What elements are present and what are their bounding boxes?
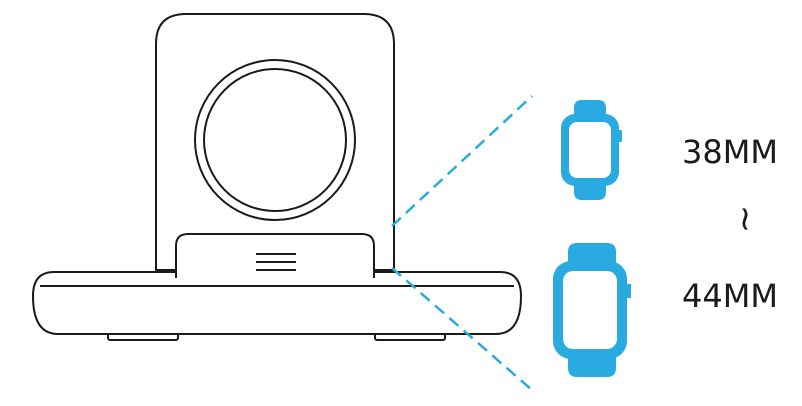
charging-stand-icon: [31, 13, 523, 341]
range-separator: ~: [725, 204, 766, 234]
stand-front-block: [175, 233, 375, 278]
stand-base: [31, 271, 523, 335]
watch-38mm-icon: [561, 100, 622, 200]
charging-puck-inner: [203, 68, 347, 212]
indicator-line-lower: [391, 267, 533, 391]
indicator-line-upper: [391, 95, 533, 227]
watch-44mm-icon: [553, 243, 631, 377]
size-label-44mm: 44MM: [682, 277, 778, 315]
size-label-38mm: 38MM: [682, 133, 778, 171]
